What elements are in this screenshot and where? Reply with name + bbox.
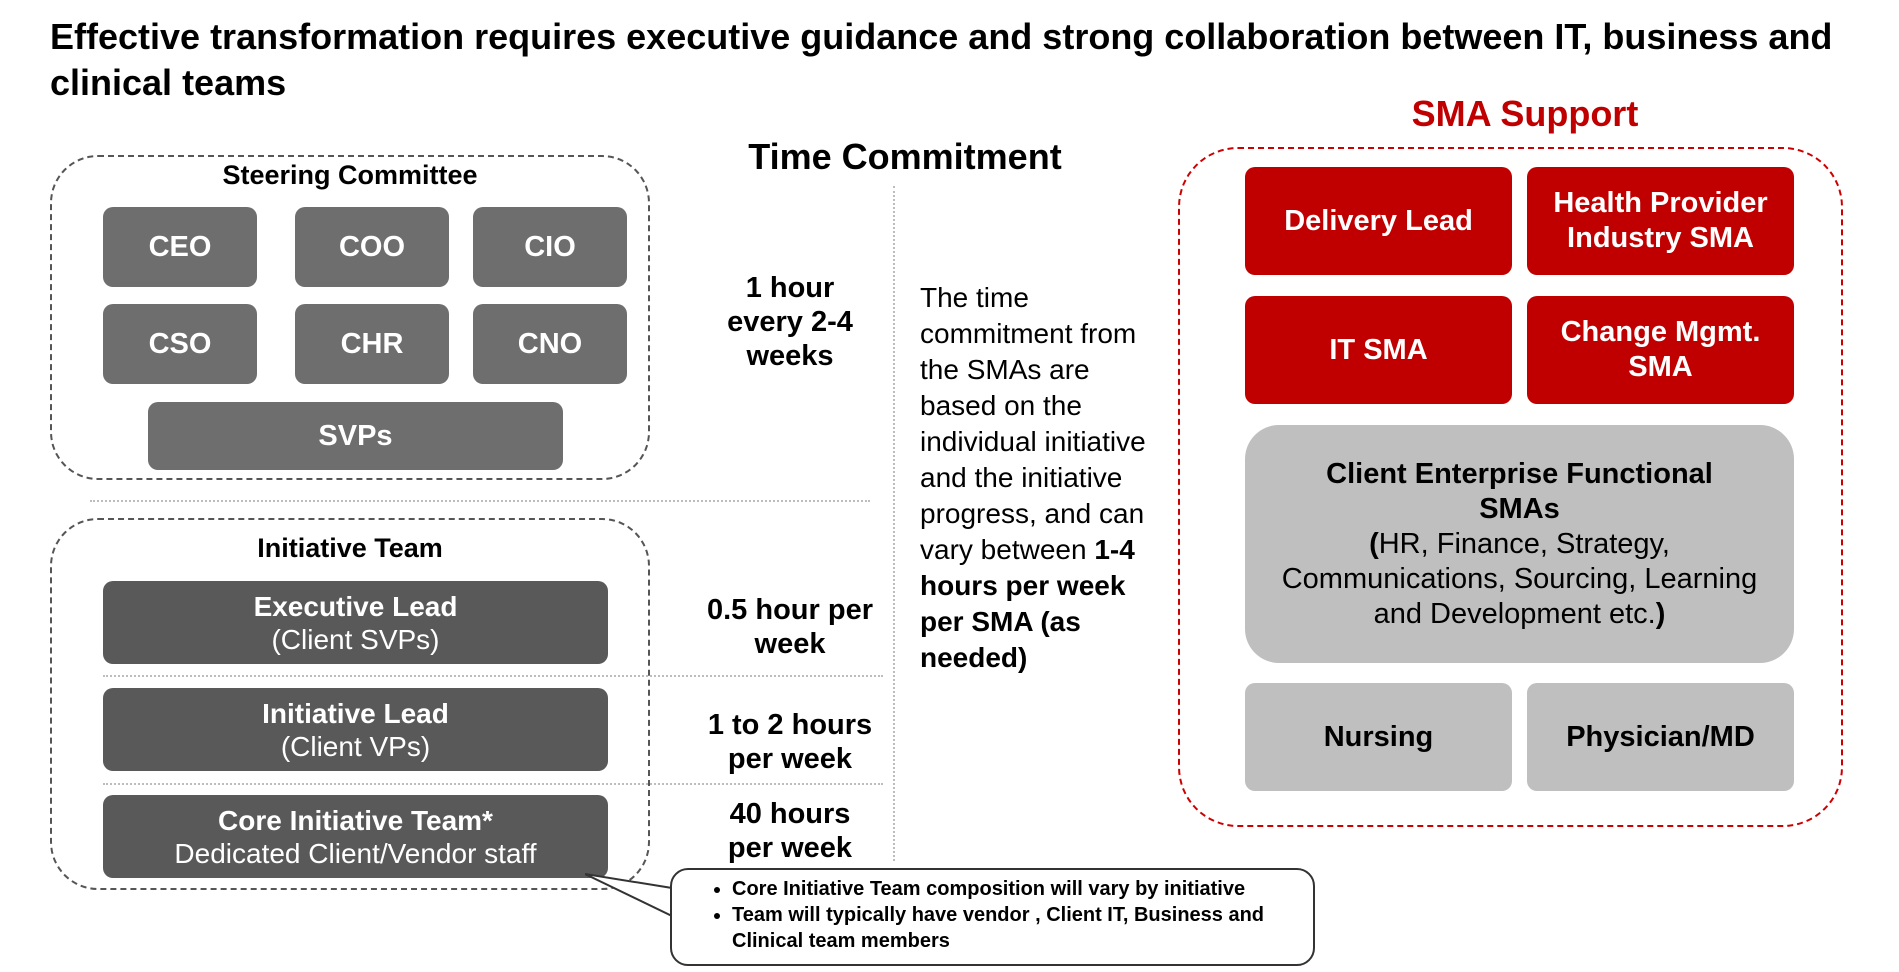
time-commitment-heading: Time Commitment	[748, 136, 1062, 177]
health-provider-sma-box: Health Provider Industry SMA	[1527, 167, 1794, 275]
role-box-coo: COO	[295, 207, 449, 287]
initiative-lead-sub: (Client VPs)	[280, 730, 431, 762]
steering-time: 1 hour every 2-4 weeks	[727, 272, 853, 372]
physician-box: Physician/MD	[1527, 683, 1794, 791]
page-title: Effective transformation requires execut…	[50, 16, 1833, 103]
client-enterprise-title: Client Enterprise Functional SMAs	[1326, 457, 1713, 525]
initiative-lead-time: 1 to 2 hours per week	[707, 709, 873, 775]
callout-item: Core Initiative Team composition will va…	[732, 876, 1299, 902]
callout-note: Core Initiative Team composition will va…	[670, 868, 1315, 966]
executive-lead-box: Executive Lead (Client SVPs)	[103, 581, 608, 664]
core-team-title: Core Initiative Team*	[218, 804, 493, 836]
role-box-cso: CSO	[103, 304, 257, 384]
nursing-box: Nursing	[1245, 683, 1512, 791]
sma-support-group	[1178, 147, 1843, 827]
section-divider	[90, 500, 870, 502]
role-box-cio: CIO	[473, 207, 627, 287]
it-sma-box: IT SMA	[1245, 296, 1512, 404]
row-divider	[103, 675, 883, 677]
column-divider	[893, 186, 895, 861]
callout-list: Core Initiative Team composition will va…	[692, 876, 1299, 954]
executive-lead-title: Executive Lead	[253, 590, 458, 622]
executive-lead-time: 0.5 hour per week	[707, 594, 873, 660]
initiative-lead-box: Initiative Lead (Client VPs)	[103, 688, 608, 771]
client-enterprise-sma-box: Client Enterprise Functional SMAs (HR, F…	[1245, 425, 1794, 663]
core-team-sub: Dedicated Client/Vendor staff	[174, 837, 537, 869]
initiative-team-group	[50, 518, 650, 890]
role-box-ceo: CEO	[103, 207, 257, 287]
sma-time-note-bold: 1-4 hours per week per SMA (as needed)	[920, 534, 1135, 673]
svps-box: SVPs	[148, 402, 563, 470]
client-enterprise-list: HR, Finance, Strategy, Communications, S…	[1281, 527, 1758, 630]
client-enterprise-close-paren: )	[1655, 597, 1666, 630]
initiative-lead-title: Initiative Lead	[262, 697, 449, 729]
role-box-cno: CNO	[473, 304, 627, 384]
row-divider	[103, 783, 883, 785]
core-team-box: Core Initiative Team* Dedicated Client/V…	[103, 795, 608, 878]
steering-committee-label: Steering Committee	[222, 160, 478, 190]
sma-support-heading: SMA Support	[1411, 93, 1639, 134]
change-mgmt-sma-box: Change Mgmt. SMA	[1527, 296, 1794, 404]
callout-item: Team will typically have vendor , Client…	[732, 902, 1299, 954]
client-enterprise-open-paren: (	[1369, 527, 1379, 560]
sma-time-note: The time commitment from the SMAs are ba…	[920, 280, 1160, 676]
client-enterprise-list-wrap: (HR, Finance, Strategy, Communications, …	[1265, 527, 1774, 632]
core-team-time: 40 hours per week	[727, 798, 853, 864]
role-box-chr: CHR	[295, 304, 449, 384]
delivery-lead-box: Delivery Lead	[1245, 167, 1512, 275]
executive-lead-sub: (Client SVPs)	[271, 623, 440, 655]
initiative-team-label: Initiative Team	[257, 533, 443, 563]
steering-committee-group	[50, 155, 650, 480]
sma-time-note-text: The time commitment from the SMAs are ba…	[920, 282, 1146, 565]
